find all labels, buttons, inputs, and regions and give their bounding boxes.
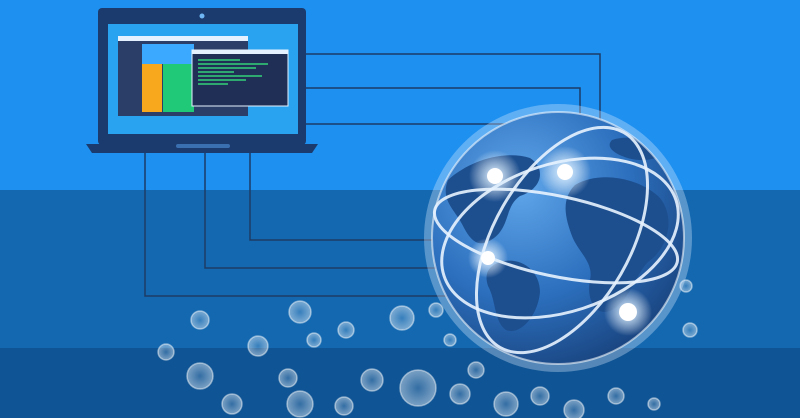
floor-dark-band — [0, 348, 800, 418]
bubbles — [157, 279, 698, 418]
network-node-icon — [468, 238, 508, 278]
network-cables — [144, 53, 601, 297]
panel-orange — [142, 64, 162, 112]
network-node-icon — [604, 288, 652, 336]
code-window — [191, 49, 289, 107]
code-lines — [198, 59, 268, 85]
network-node-icon — [469, 150, 521, 202]
panel-green — [163, 64, 194, 112]
network-node-icon — [539, 146, 591, 198]
laptop-icon — [86, 8, 318, 153]
network-nodes — [468, 146, 652, 336]
panel-cyan — [142, 44, 194, 64]
